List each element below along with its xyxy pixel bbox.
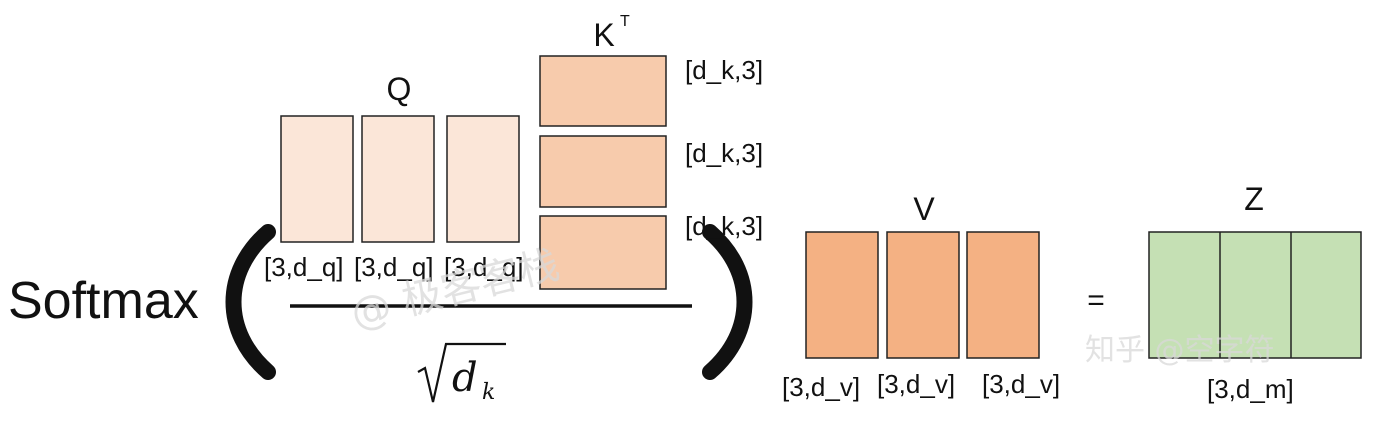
kt-block-label-3: [d_k,3] (685, 211, 763, 241)
kt-matrix (539, 55, 667, 290)
z-matrix (1148, 231, 1362, 359)
z-block (1148, 231, 1362, 359)
z-title: Z (1244, 181, 1264, 217)
sqrt-dk: d k (417, 342, 506, 405)
close-parenthesis (702, 224, 753, 380)
watermark-corner: 知乎 @空字符 (1085, 333, 1275, 368)
kt-block-2 (539, 135, 667, 208)
q-matrix (280, 115, 520, 243)
v-block-label-3: [3,d_v] (982, 369, 1060, 399)
q-title: Q (387, 71, 412, 107)
q-block-3 (446, 115, 520, 243)
v-block-3 (966, 231, 1040, 359)
kt-block-1 (539, 55, 667, 127)
dk-subscript: k (482, 380, 495, 405)
kt-block-3 (539, 215, 667, 290)
kt-superscript: T (620, 13, 630, 30)
q-block-label-3: [3,d_q] (444, 252, 524, 282)
q-block-1 (280, 115, 354, 243)
q-block-label-2: [3,d_q] (354, 252, 434, 282)
q-block-label-1: [3,d_q] (264, 252, 344, 282)
dk-symbol: d (452, 355, 478, 401)
open-parenthesis (225, 224, 276, 380)
v-block-label-2: [3,d_v] (877, 369, 955, 399)
equals-sign: = (1087, 284, 1105, 317)
kt-block-label-2: [d_k,3] (685, 138, 763, 168)
z-label: [3,d_m] (1207, 374, 1294, 404)
v-block-label-1: [3,d_v] (782, 372, 860, 402)
kt-block-label-1: [d_k,3] (685, 55, 763, 85)
sqrt-symbol (417, 342, 506, 403)
softmax-label: Softmax (8, 272, 199, 330)
v-title: V (913, 191, 935, 227)
kt-title: K (593, 17, 614, 53)
v-block-2 (886, 231, 960, 359)
v-matrix (805, 231, 1040, 359)
v-block-1 (805, 231, 879, 359)
q-block-2 (361, 115, 435, 243)
